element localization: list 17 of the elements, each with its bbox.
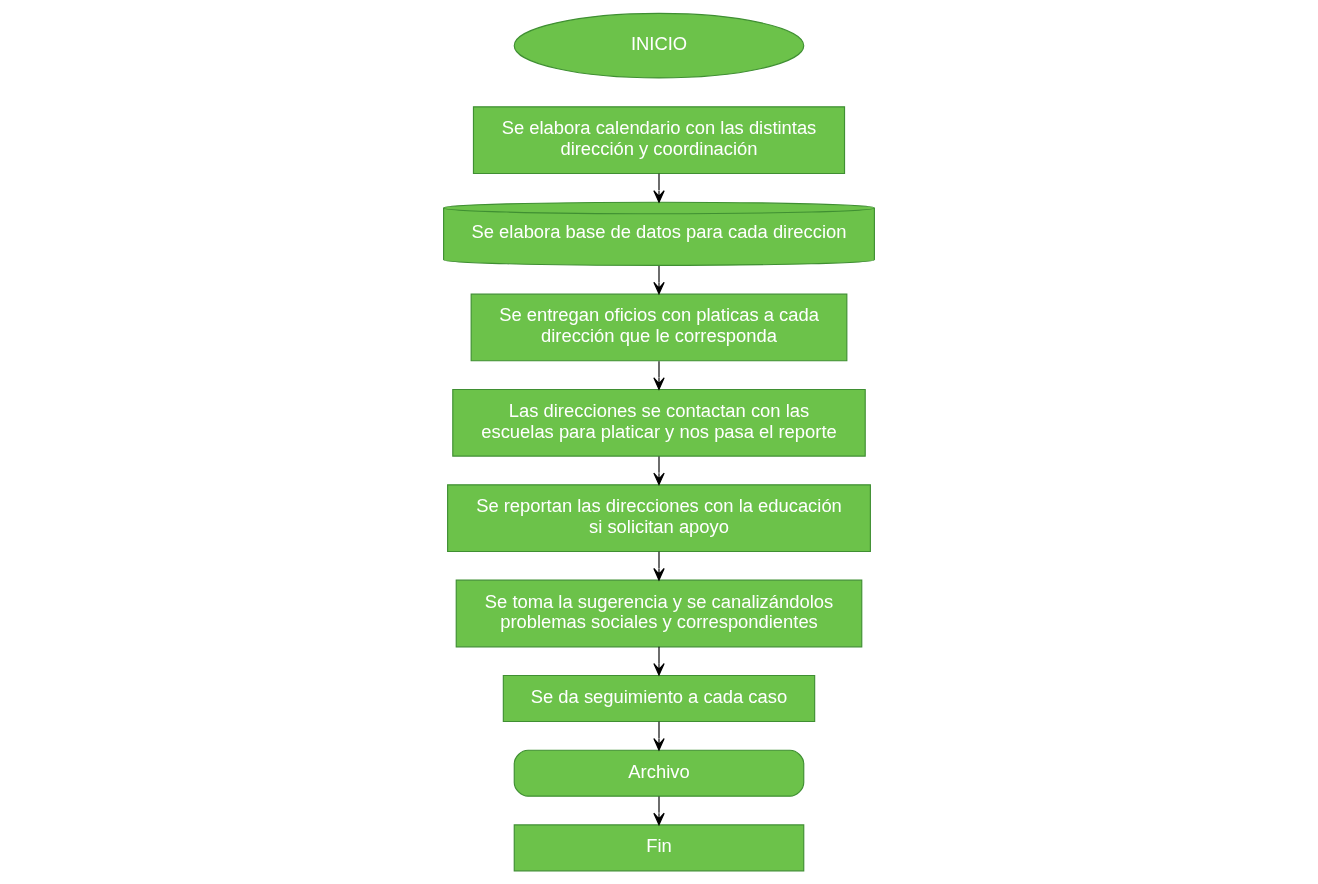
arrow	[653, 721, 665, 751]
node-box: Se toma la sugerencia y se canalizándolos problemas sociales y correspondientes	[455, 579, 863, 648]
node-box: Se elabora calendario con las distintas dirección y coordinación	[472, 106, 846, 175]
node-box: Archivo	[513, 749, 805, 797]
node-box: Se da seguimiento a cada caso	[502, 674, 816, 723]
arrow	[653, 455, 665, 486]
arrow	[653, 646, 665, 676]
arrow	[653, 795, 665, 826]
arrow	[653, 265, 665, 295]
node-ellipse: INICIO	[513, 12, 805, 79]
node-box: Se entregan oficios con platicas a cada dirección que le corresponda	[470, 293, 848, 362]
node-box: Se reportan las direcciones con la educación si solicitan apoyo	[447, 484, 871, 553]
node-box: Fin	[513, 824, 805, 872]
arrow	[653, 360, 665, 390]
arrow	[653, 173, 665, 203]
node-box: Las direcciones se contactan con las escuelas para platicar y nos pasa el reporte	[452, 388, 866, 457]
arrow	[653, 551, 665, 581]
